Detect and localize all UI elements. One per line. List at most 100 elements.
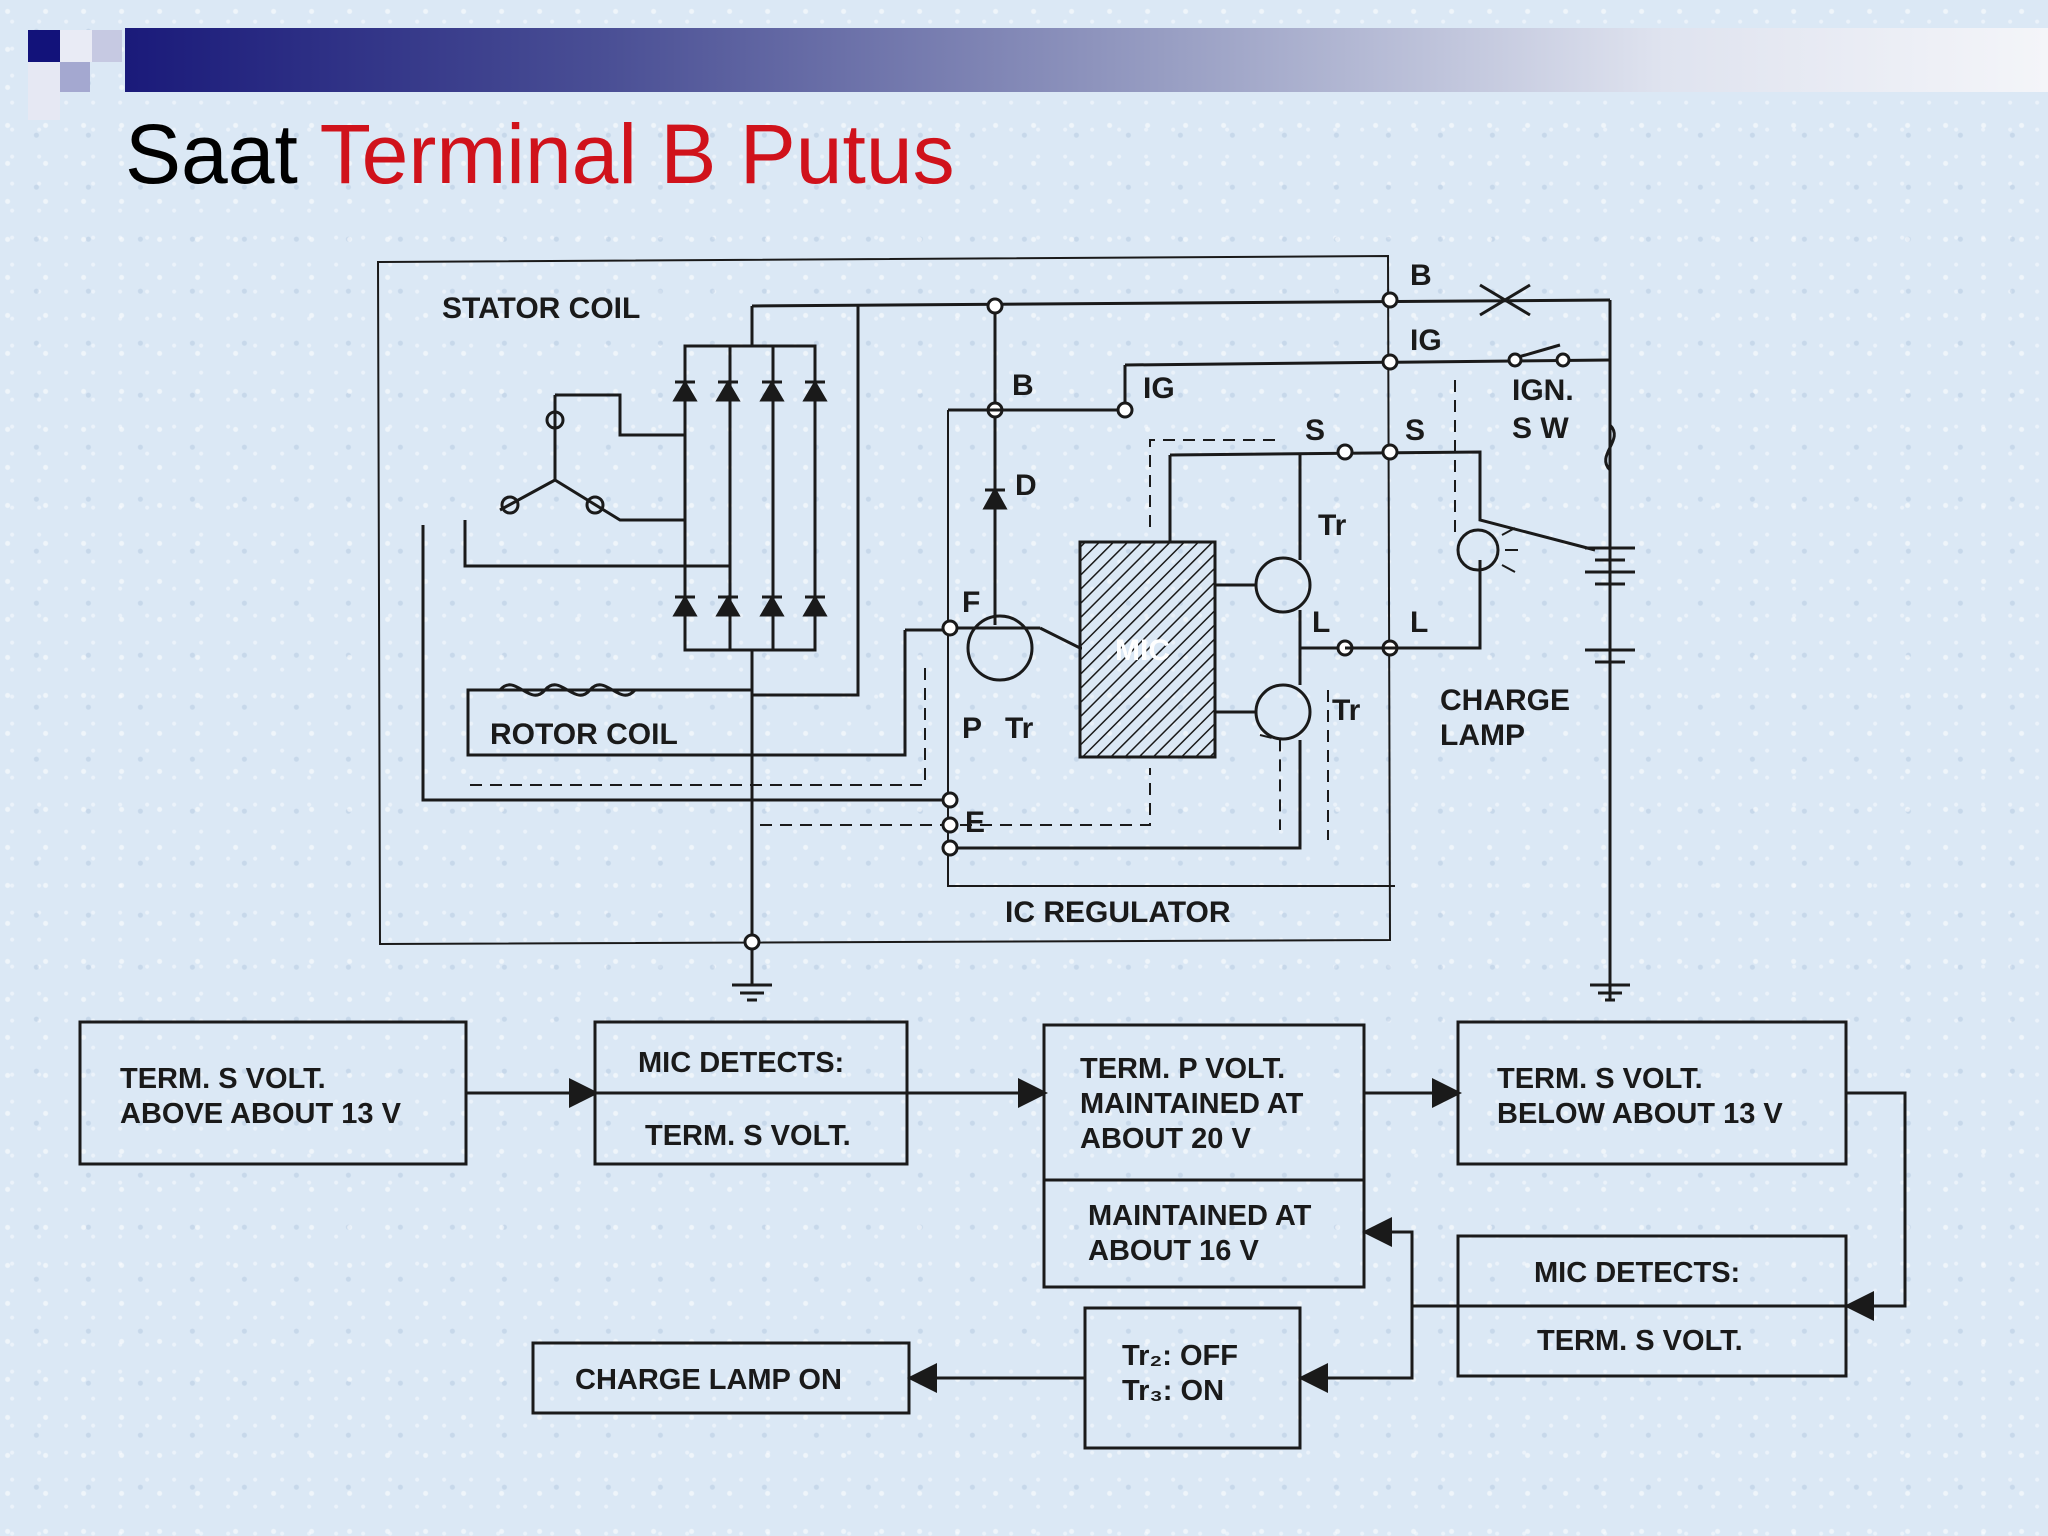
title-prefix: Saat [125,107,298,201]
box1-line2: ABOVE ABOUT 13 V [120,1098,402,1130]
header-square-small [28,62,60,120]
flow-arrow-6 [1298,1306,1414,1393]
battery-ground [1590,983,1630,1002]
stator-lead-1 [555,393,685,437]
box6-top: MIC DETECTS: [1534,1257,1740,1289]
flow-arrow-4 [1844,1091,1907,1321]
alternator-frame [376,254,1392,946]
node-f [941,619,959,637]
transistor-tr3 [1254,683,1312,741]
terminal-ig-label: IG [1410,324,1442,357]
ground-symbol [732,983,772,1002]
mic-to-transistors [1215,583,1256,714]
transistor-tr1 [966,614,1034,682]
wire-ig-inner [948,365,1127,412]
circuit-diagram [376,254,1635,1002]
box7-line1: Tr₂: OFF [1122,1340,1238,1372]
stator-coil-b [500,495,520,515]
circuit-labels: STATOR COIL ROTOR COIL IC REGULATOR MIC … [442,259,1574,929]
flow-path-tr3 [1259,734,1281,830]
terminal-s-inner-label: S [1305,414,1325,447]
stator-coil-a [545,410,565,430]
stator-winding-bc [499,478,685,522]
wire-l-lamp [1345,560,1482,650]
stator-lead-3 [463,520,730,568]
wire-f [752,628,948,757]
node-e-2 [941,839,959,857]
charge-lamp-label-2: LAMP [1440,719,1525,752]
ign-sw-label-1: IGN. [1512,374,1574,407]
box6-bottom: TERM. S VOLT. [1537,1325,1743,1357]
flowchart [78,1020,1907,1450]
terminal-b-inner-label: B [1012,369,1034,402]
flow-path-s [1149,439,1275,530]
diode-d1 [982,486,1008,510]
flow-box-3 [1042,1023,1366,1289]
terminal-s-label: S [1405,414,1425,447]
wire-ig-main [1124,358,1611,367]
terminal-l-inner-label: L [1312,606,1330,639]
rectifier-block [683,344,817,652]
node-e [941,816,959,834]
box3-line1: TERM. P VOLT. [1080,1053,1285,1085]
ground-node [743,933,761,951]
terminal-ig-inner-label: IG [1143,372,1175,405]
header-gradient-bar [125,28,2048,92]
terminal-s-inner [1336,443,1354,461]
mic-label: MIC [1115,634,1170,667]
node-p [941,791,959,809]
terminal-ig [1381,353,1399,371]
header-square-small-2 [60,30,92,62]
rectifier-right-lead [750,306,860,697]
diode-d1-label: D [1015,469,1037,502]
box5-line1: TERM. S VOLT. [1497,1063,1703,1095]
box8-label: CHARGE LAMP ON [575,1364,842,1396]
rotor-coil-winding [498,683,637,697]
header-square-mid [92,30,122,62]
terminal-e-label: E [965,806,985,839]
terminal-b [1381,291,1399,309]
header-square-light [60,62,90,92]
title-highlight: Terminal B Putus [319,107,955,201]
box7-line2: Tr₃: ON [1122,1375,1224,1407]
ic-regulator-label: IC REGULATOR [1005,896,1231,929]
flow-path-rotor [470,660,926,786]
wire-left-return [421,525,950,802]
box5-line2: BELOW ABOUT 13 V [1497,1098,1783,1130]
node-ig-inner [1116,401,1134,419]
node-b-top [986,297,1004,315]
terminal-p-label: P [962,712,982,745]
b-break-mark [1479,283,1531,317]
tr2-label: Tr [1318,509,1347,542]
battery-symbol [1585,546,1635,664]
ign-sw-label-2: S W [1512,412,1569,445]
box2-bottom: TERM. S VOLT. [645,1120,851,1152]
terminal-s [1381,443,1399,461]
box1-line1: TERM. S VOLT. [120,1063,326,1095]
ign-contact-1 [1507,352,1523,368]
charge-lamp-rays [1501,527,1518,573]
slide-title: Saat Terminal B Putus [125,112,955,196]
charge-lamp-label-1: CHARGE [1440,684,1570,717]
flowchart-labels: TERM. S VOLT. ABOVE ABOUT 13 V MIC DETEC… [120,1047,1783,1407]
box3-line2: MAINTAINED AT [1080,1088,1304,1120]
diodes-bottom [672,595,828,617]
fuse [1604,423,1616,472]
box4-line1: MAINTAINED AT [1088,1200,1312,1232]
diodes-top [672,380,828,402]
ign-switch [1514,343,1561,360]
ic-regulator-frame [947,410,1395,887]
ign-contact-2 [1555,352,1571,368]
box2-top: MIC DETECTS: [638,1047,844,1079]
flow-arrow-5 [1362,1217,1458,1308]
flow-path-e [760,768,1151,826]
terminal-b-label: B [1410,259,1432,292]
terminal-f-label: F [962,586,980,619]
charge-lamp-bulb [1456,528,1500,572]
wire-b-main [751,298,1611,308]
box3-line3: ABOUT 20 V [1080,1123,1251,1155]
stator-coil-label: STATOR COIL [442,292,640,325]
mic-outline [1078,540,1217,759]
box4-line2: ABOUT 16 V [1088,1235,1259,1267]
